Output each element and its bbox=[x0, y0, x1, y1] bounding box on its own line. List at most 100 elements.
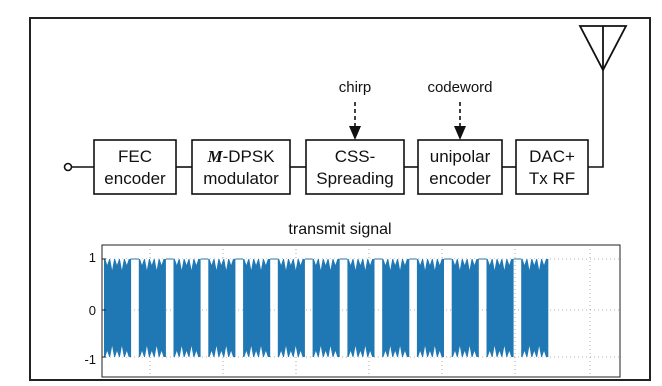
burst-notch bbox=[398, 259, 403, 270]
burst-notch bbox=[462, 259, 467, 265]
signal-burst bbox=[104, 259, 132, 357]
css-spreading-block: CSS- Spreading bbox=[305, 139, 405, 195]
burst-notch bbox=[323, 259, 328, 265]
burst-notch bbox=[532, 351, 537, 357]
burst-notch bbox=[502, 259, 507, 270]
chirp-label: chirp bbox=[339, 79, 372, 96]
burst-notch bbox=[219, 351, 224, 357]
burst-notch bbox=[323, 351, 328, 357]
burst-notch bbox=[333, 259, 338, 265]
css-line-2: Spreading bbox=[316, 169, 394, 188]
burst-notch bbox=[432, 346, 437, 357]
burst-notch bbox=[542, 351, 547, 357]
signal-burst bbox=[382, 259, 410, 357]
burst-notch bbox=[472, 351, 477, 357]
signal-burst bbox=[243, 259, 271, 357]
burst-notch bbox=[507, 259, 512, 265]
burst-notch bbox=[293, 346, 298, 357]
burst-notch bbox=[209, 351, 214, 357]
burst-notch bbox=[502, 346, 507, 357]
burst-notch bbox=[522, 351, 527, 357]
burst-notch bbox=[383, 351, 388, 357]
burst-notch bbox=[254, 259, 259, 265]
css-line-1: CSS- bbox=[335, 147, 376, 166]
burst-notch bbox=[288, 351, 293, 357]
burst-notch bbox=[507, 351, 512, 357]
burst-notch bbox=[348, 259, 353, 265]
burst-notch bbox=[457, 346, 462, 357]
fec-encoder-block: FEC encoder bbox=[93, 139, 177, 195]
burst-notch bbox=[542, 259, 547, 265]
burst-notch bbox=[427, 259, 432, 265]
burst-notch bbox=[184, 351, 189, 357]
signal-burst bbox=[347, 259, 375, 357]
burst-notch bbox=[497, 351, 502, 357]
burst-notch bbox=[522, 259, 527, 265]
burst-notch bbox=[358, 351, 363, 357]
burst-notch bbox=[119, 259, 124, 270]
burst-notch bbox=[333, 351, 338, 357]
figure-frame bbox=[29, 17, 651, 381]
signal-burst bbox=[486, 259, 514, 357]
burst-notch bbox=[363, 259, 368, 270]
codeword-label: codeword bbox=[427, 79, 492, 96]
burst-notch bbox=[427, 351, 432, 357]
burst-notch bbox=[358, 259, 363, 265]
dac-line-1: DAC+ bbox=[529, 147, 575, 166]
burst-notch bbox=[452, 259, 457, 265]
mdpsk-line-1: M-DPSK bbox=[206, 147, 275, 166]
burst-notch bbox=[532, 259, 537, 265]
ytick-label-mid: 0 bbox=[89, 303, 96, 318]
burst-notch bbox=[174, 259, 179, 265]
burst-notch bbox=[487, 259, 492, 265]
burst-notch bbox=[492, 259, 497, 270]
burst-notch bbox=[149, 351, 154, 357]
mdpsk-line-1-rest: -DPSK bbox=[223, 147, 276, 166]
signal-burst bbox=[416, 259, 444, 357]
burst-notch bbox=[393, 351, 398, 357]
burst-notch bbox=[457, 259, 462, 270]
burst-notch bbox=[353, 346, 358, 357]
burst-notch bbox=[527, 346, 532, 357]
burst-notch bbox=[402, 351, 407, 357]
burst-notch bbox=[368, 351, 373, 357]
burst-notch bbox=[313, 259, 318, 265]
burst-notch bbox=[179, 259, 184, 270]
burst-notch bbox=[214, 259, 219, 270]
burst-notch bbox=[258, 259, 263, 270]
burst-notch bbox=[318, 259, 323, 270]
burst-notch bbox=[432, 259, 437, 270]
burst-notch bbox=[462, 351, 467, 357]
signal-burst bbox=[208, 259, 236, 357]
burst-notch bbox=[194, 259, 199, 265]
burst-notch bbox=[124, 351, 129, 357]
signal-bursts bbox=[102, 258, 549, 358]
burst-notch bbox=[423, 259, 428, 270]
burst-notch bbox=[418, 259, 423, 265]
burst-notch bbox=[492, 346, 497, 357]
burst-notch bbox=[298, 259, 303, 265]
burst-notch bbox=[209, 259, 214, 265]
burst-notch bbox=[279, 259, 284, 265]
signal-burst bbox=[312, 259, 340, 357]
burst-notch bbox=[437, 351, 442, 357]
burst-notch bbox=[140, 259, 145, 265]
burst-notch bbox=[189, 346, 194, 357]
burst-notch bbox=[144, 346, 149, 357]
burst-notch bbox=[537, 259, 542, 270]
burst-notch bbox=[224, 346, 229, 357]
burst-notch bbox=[418, 351, 423, 357]
ytick-label-top: 1 bbox=[89, 250, 96, 265]
plot-title: transmit signal bbox=[288, 221, 391, 238]
burst-notch bbox=[214, 346, 219, 357]
burst-notch bbox=[140, 351, 145, 357]
burst-notch bbox=[159, 351, 164, 357]
burst-notch bbox=[159, 259, 164, 265]
signal-burst bbox=[451, 259, 479, 357]
burst-notch bbox=[229, 351, 234, 357]
unipolar-encoder-block: unipolar encoder bbox=[417, 139, 503, 195]
burst-notch bbox=[244, 351, 249, 357]
mdpsk-line-2: modulator bbox=[203, 169, 279, 188]
